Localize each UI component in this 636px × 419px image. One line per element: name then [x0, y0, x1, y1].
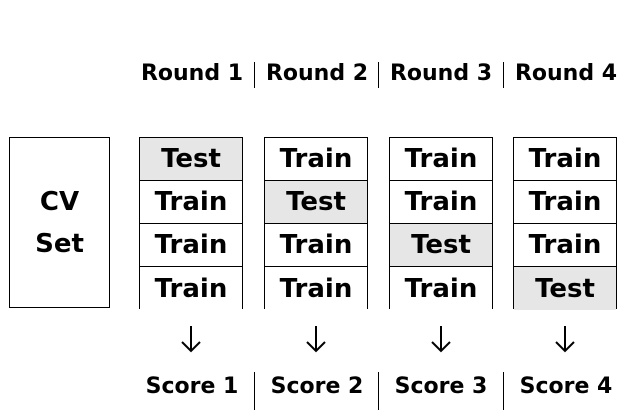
cv-set-line2: Set [35, 228, 84, 259]
fold-cell-train: Train [140, 267, 242, 310]
down-arrow-icon [555, 326, 575, 353]
round-separator [378, 62, 379, 88]
fold-cell-train: Train [514, 138, 616, 181]
fold-cell-train: Train [265, 138, 367, 181]
cv-set-line1: CV [39, 186, 80, 217]
fold-cell-train: Train [140, 181, 242, 224]
down-arrow-icon [431, 326, 451, 353]
fold-cell-train: Train [390, 267, 492, 310]
fold-cell-train: Train [140, 224, 242, 267]
round-1-label: Round 1 [140, 61, 244, 86]
fold-cell-train: Train [390, 181, 492, 224]
fold-cell-test: Test [140, 138, 242, 181]
round-separator [254, 62, 255, 88]
down-arrow-icon [181, 326, 201, 353]
fold-cell-train: Train [265, 267, 367, 310]
fold-cell-train: Train [390, 138, 492, 181]
score-1-label: Score 1 [145, 374, 239, 399]
round-3-folds: Train Train Test Train [389, 137, 493, 310]
fold-cell-train: Train [265, 224, 367, 267]
score-separator [378, 372, 379, 410]
round-separator [503, 62, 504, 88]
score-separator [254, 372, 255, 410]
cv-set-box: CV Set [9, 137, 110, 308]
fold-cell-train: Train [514, 224, 616, 267]
fold-cell-train: Train [514, 181, 616, 224]
fold-cell-test: Test [390, 224, 492, 267]
round-2-label: Round 2 [265, 61, 369, 86]
fold-cell-test: Test [514, 267, 616, 310]
down-arrow-icon [306, 326, 326, 353]
round-4-label: Round 4 [514, 61, 618, 86]
round-1-folds: Test Train Train Train [139, 137, 243, 310]
score-4-label: Score 4 [519, 374, 613, 399]
fold-cell-test: Test [265, 181, 367, 224]
round-2-folds: Train Test Train Train [264, 137, 368, 310]
score-2-label: Score 2 [270, 374, 364, 399]
round-4-folds: Train Train Train Test [513, 137, 617, 310]
score-3-label: Score 3 [394, 374, 488, 399]
round-3-label: Round 3 [389, 61, 493, 86]
score-separator [503, 372, 504, 410]
